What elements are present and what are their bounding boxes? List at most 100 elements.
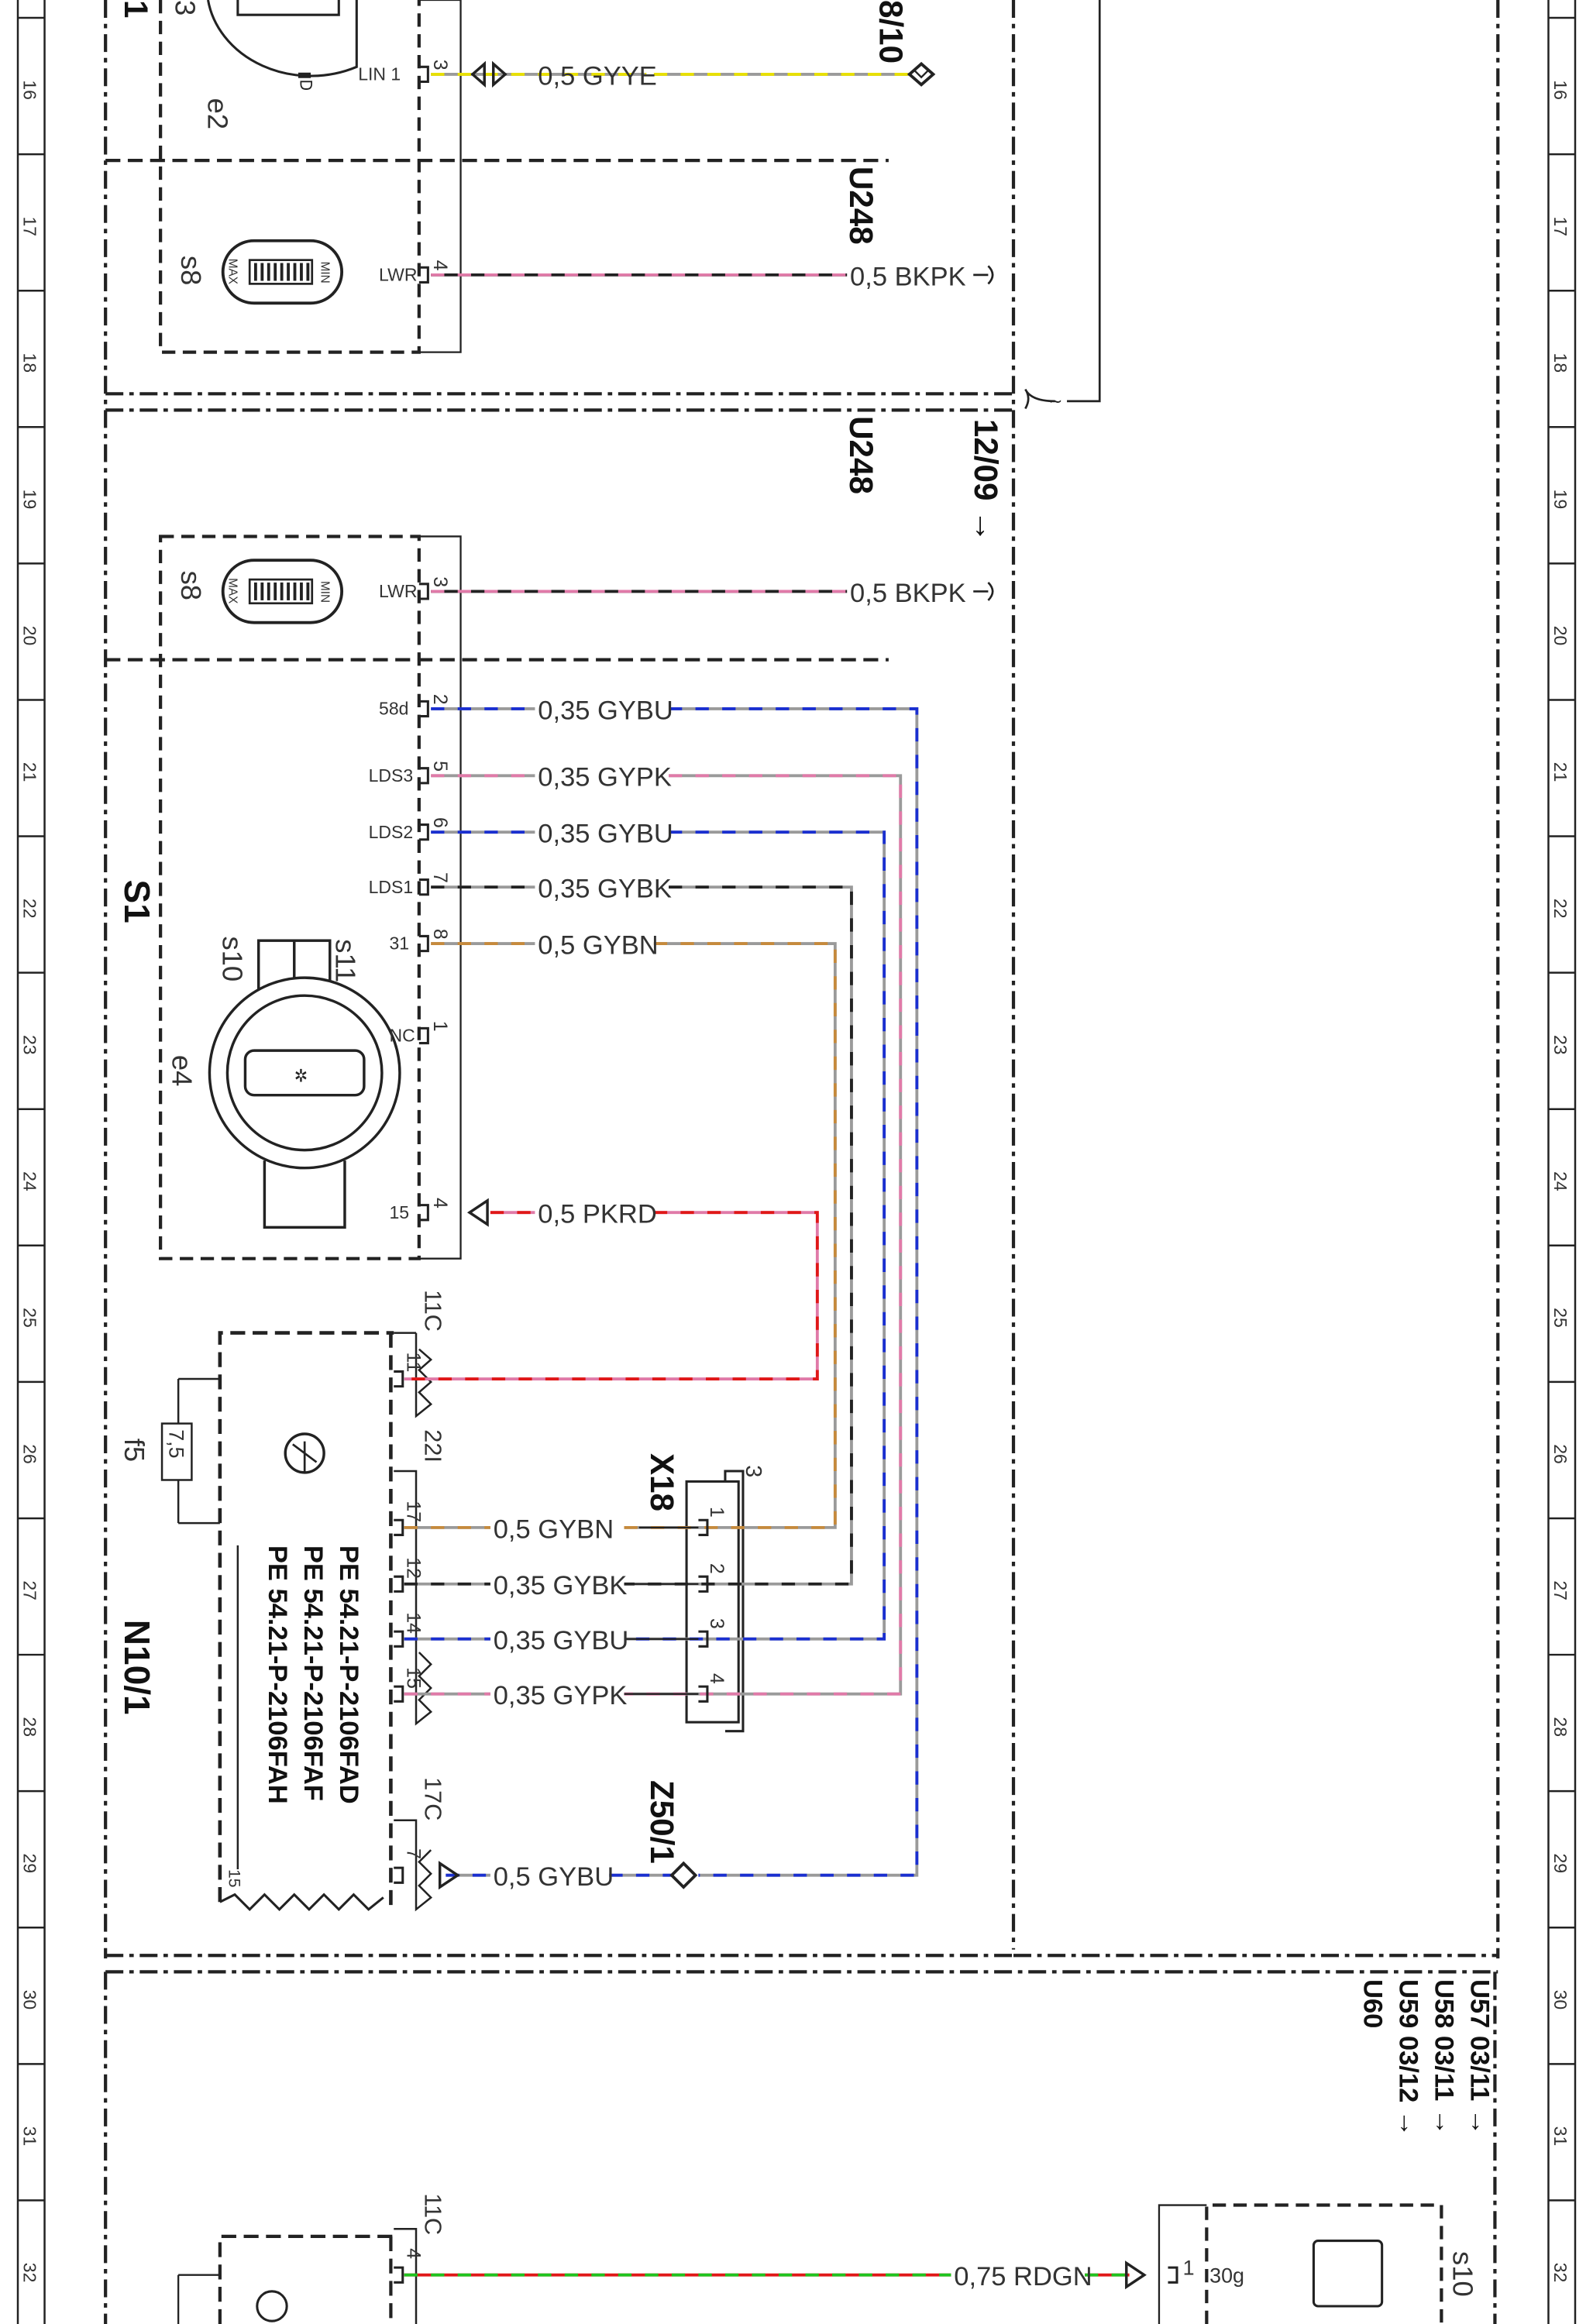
row-label-right-32: 32 (1550, 2263, 1571, 2283)
wire-31-run-stripe (624, 942, 837, 1529)
row-label-left-21: 21 (20, 762, 40, 782)
connector-11c-bottom: 11C (420, 2193, 447, 2235)
switch-pin-name: 58d (379, 699, 408, 719)
n10-pin-stub (160, 1377, 239, 1870)
s8-min-top: MIN (318, 262, 331, 284)
x18-pin-bracket (698, 1575, 709, 1593)
s10-bottom-module (177, 2203, 1443, 2324)
row-label-right-27: 27 (1550, 1580, 1571, 1600)
n10-connector-combs (394, 1332, 433, 2324)
wire-label: 0,5 BKPK (850, 579, 966, 608)
n10-pin-bracket (394, 1518, 404, 1536)
x18-pin-bracket (698, 1630, 709, 1648)
fixed-text: U248 U248 8/10 12/09 → S1 e2 s8 s8 s10 s… (117, 0, 1495, 2297)
grid-rails (16, 0, 1577, 2324)
switch-pin-number: 3 (429, 576, 451, 587)
switch-pin-number: 1 (429, 1021, 451, 1032)
e4-label: e4 (166, 1055, 198, 1087)
s10-pin-bracket (1168, 2266, 1178, 2284)
light-switch-e4: ✲ (208, 939, 401, 1229)
switch-pin-number: 7 (429, 872, 451, 883)
row-label-left-19: 19 (20, 490, 40, 510)
z50-diamond-icon (669, 1861, 698, 1889)
switch-pin-number: 4 (429, 1198, 451, 1208)
row-label-left-24: 24 (20, 1171, 40, 1191)
x18-pin-number: 3 (706, 1618, 728, 1629)
row-label-left-31: 31 (20, 2126, 40, 2147)
s8-thumbwheel-mid (221, 559, 344, 624)
n10-pin-number: 11 (403, 1353, 425, 1373)
s11-label: s11 (329, 939, 361, 982)
switch-pin-bracket (418, 934, 429, 953)
row-label-right-22: 22 (1550, 899, 1571, 919)
n10-pin-number: 12 (403, 1557, 425, 1579)
partial-label-1: 1 (118, 0, 154, 18)
switch-pin-number: 5 (429, 761, 451, 772)
switch-pin-bracket (418, 878, 429, 896)
wire-label: 0,5 GYYE (538, 61, 656, 91)
n10-pin-bracket (394, 2266, 404, 2284)
switch-pin-name: LIN 1 (358, 64, 401, 84)
wire-lds3-run (624, 774, 903, 1696)
model-code-u57: U57 03/11 → (1465, 1979, 1495, 2135)
e2-label: e2 (202, 98, 234, 130)
n10-pin-bracket (394, 1370, 404, 1388)
row-label-right-21: 21 (1550, 762, 1571, 782)
row-label-left-30: 30 (20, 1990, 40, 2010)
partial-label-3: 3 (169, 0, 201, 15)
s8-max-top: MAX (225, 259, 239, 284)
f5-label: f5 (119, 1439, 150, 1462)
connector-17c: 17C (420, 1777, 447, 1820)
wire-label: 0,35 GYBK (494, 1571, 628, 1600)
switch-pin-number: 3 (429, 60, 451, 70)
light-switch-knob-e2: ▮D (206, 0, 358, 91)
wire-label: 0,5 GYBN (494, 1514, 614, 1544)
fuse-value: 7,5 (165, 1429, 188, 1458)
input-arrow-icon (466, 1198, 489, 1227)
switch-pin-name: LDS1 (369, 877, 414, 897)
switch-pin-name: LWR (379, 581, 417, 601)
s8-label-top: s8 (175, 256, 207, 285)
wire-lds2-run-stripe (624, 830, 886, 1641)
s8-label-mid: s8 (175, 571, 207, 600)
n10-pin-number: 4 (403, 2248, 425, 2259)
switch-pin-bracket (418, 266, 429, 284)
x18-pin-number: 2 (706, 1563, 728, 1574)
row-label-right-26: 26 (1550, 1444, 1571, 1464)
switch-pin-bracket (418, 583, 429, 600)
switch-pin-name: 31 (389, 933, 409, 954)
model-code-u60: U60 (1358, 1979, 1388, 2028)
s8-thumbwheel-top (221, 239, 344, 305)
x18-pin-number: 1 (706, 1507, 728, 1518)
module-boundaries (104, 0, 1500, 2324)
row-label-left-17: 17 (20, 216, 40, 236)
switch-pin-bracket (418, 700, 429, 718)
switch-pin-bracket (418, 823, 429, 841)
wire-label: 0,35 GYPK (538, 763, 672, 792)
row-label-right-29: 29 (1550, 1854, 1571, 1874)
switch-pin-bracket (418, 1026, 429, 1045)
switch-pin-bracket (418, 65, 429, 84)
wire-label: 0,35 GYBU (538, 696, 673, 725)
n10-pin-number: 14 (403, 1612, 425, 1634)
wire-label: 0,35 GYPK (494, 1681, 628, 1710)
x18-pin-bracket (698, 1685, 709, 1703)
row-label-left-23: 23 (20, 1035, 40, 1055)
row-label-left-18: 18 (20, 353, 40, 373)
n10-1-label: N10/1 (117, 1620, 157, 1715)
row-label-left-26: 26 (20, 1444, 40, 1464)
module-ref-upper: U248 (843, 167, 879, 245)
switch-pin-number: 4 (429, 260, 451, 271)
row-label-right-16: 16 (1550, 80, 1571, 100)
wire-label: 0,35 GYBK (538, 875, 672, 904)
s10-bottom-pin-name: 30g (1209, 2264, 1244, 2287)
wire-pkrd-run (404, 1211, 819, 1380)
svg-text:~: ~ (1049, 392, 1062, 412)
wire-label: 0,35 GYBU (494, 1626, 629, 1655)
part-number-2: PE 54.21-P-2106FAF (298, 1545, 328, 1801)
part-number-3: PE 54.21-P-2106FAH (263, 1545, 292, 1804)
model-code-u58: U58 03/11 → (1430, 1979, 1459, 2135)
switch-pin-name: LDS3 (369, 765, 414, 786)
wire-break-icon (973, 265, 994, 285)
